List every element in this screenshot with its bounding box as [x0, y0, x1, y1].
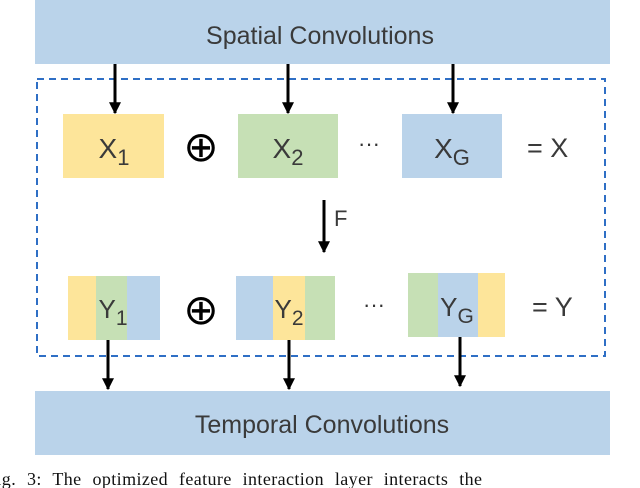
- block-y1-label: Y1: [98, 294, 127, 330]
- result-y-label: = Y: [532, 292, 573, 322]
- interaction-layer-boundary: [36, 78, 606, 357]
- block-x1: X1: [63, 114, 164, 178]
- block-x2-label: X2: [273, 133, 304, 170]
- block-x2-bg: [238, 114, 338, 178]
- block-y1-seg-green: [96, 276, 127, 340]
- temporal-convolutions-bg: [35, 391, 610, 455]
- block-xg-label: XG: [434, 133, 470, 170]
- block-y2: Y2: [236, 276, 335, 340]
- block-y1-seg-blue: [127, 276, 160, 340]
- spatial-convolutions-bg: [35, 0, 610, 64]
- block-y2-seg-green: [305, 276, 335, 340]
- temporal-convolutions-label: Temporal Convolutions: [195, 411, 449, 439]
- block-yg-label: YG: [440, 292, 474, 328]
- oplus-operator-y: ⊕: [183, 285, 218, 334]
- temporal-convolutions-block: Temporal Convolutions: [35, 391, 610, 455]
- block-yg-seg-yellow: [478, 273, 505, 337]
- transform-f-label: F: [334, 206, 347, 231]
- block-xg: XG: [402, 114, 502, 178]
- block-x1-label: X1: [99, 133, 130, 170]
- figure-caption: Fig. 3: The optimized feature interactio…: [0, 470, 483, 488]
- block-y2-seg-yellow: [273, 276, 305, 340]
- result-x-label: = X: [527, 133, 568, 163]
- oplus-operator-x: ⊕: [183, 122, 218, 171]
- block-y2-label: Y2: [274, 294, 303, 330]
- block-yg-seg-green: [408, 273, 438, 337]
- block-y1: Y1: [68, 276, 160, 340]
- spatial-convolutions-block: Spatial Convolutions: [35, 0, 610, 64]
- block-x1-bg: [63, 114, 164, 178]
- block-y1-seg-yellow: [68, 276, 96, 340]
- block-x2: X2: [238, 114, 338, 178]
- block-yg: YG: [408, 273, 505, 337]
- ellipsis-y: ···: [363, 292, 385, 317]
- block-xg-bg: [402, 114, 502, 178]
- spatial-convolutions-label: Spatial Convolutions: [206, 22, 434, 50]
- block-yg-seg-blue: [438, 273, 478, 337]
- ellipsis-x: ···: [358, 131, 380, 156]
- block-y2-seg-blue: [236, 276, 273, 340]
